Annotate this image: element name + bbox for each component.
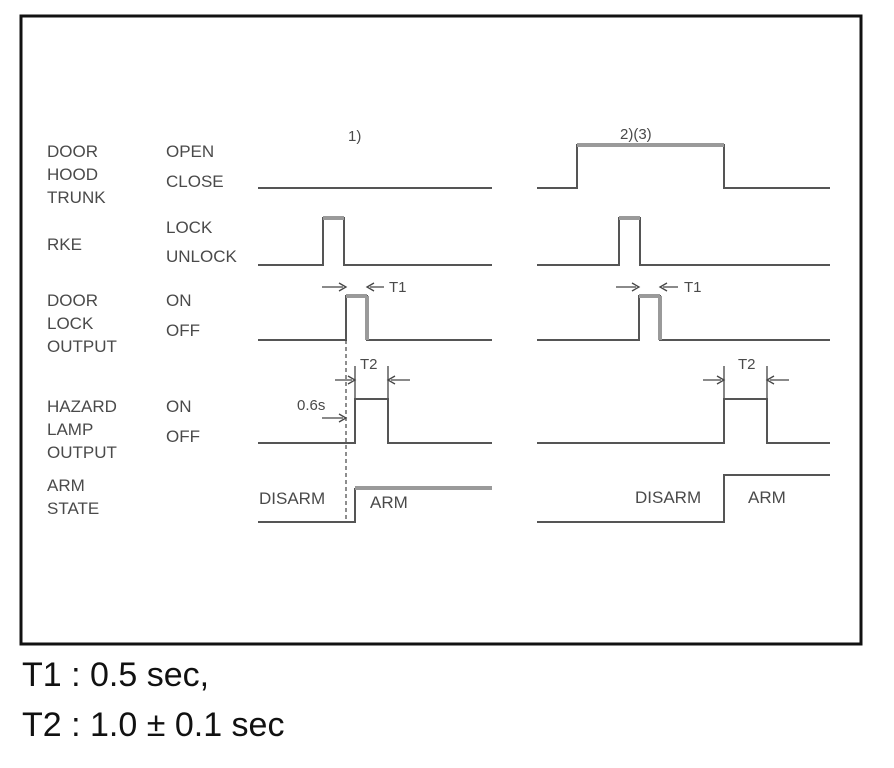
timing-diagram-container: DOOR HOOD TRUNK RKE DOOR LOCK OUTPUT HAZ… [19,14,863,646]
case1-t1-left-arrow [322,282,348,292]
case2-t2-label: T2 [738,356,756,373]
diagram-frame [19,14,863,646]
note-t2: T2 : 1.0 ± 0.1 sec [22,706,285,744]
case-2-3-label: 2)(3) [620,126,652,143]
signal-door-name-3: TRUNK [47,188,106,207]
signal-hazard-name-2: LAMP [47,420,93,439]
case1-t2-left-arrow [335,375,357,385]
case1-t1-label: T1 [389,279,407,296]
state-door-close: CLOSE [166,172,224,191]
case1-t1-right-arrow [365,282,384,292]
case2-t2-extension-lines [723,366,768,398]
signal-rke-name: RKE [47,235,82,254]
signal-door-name-2: HOOD [47,165,98,184]
case1-t2-right-arrow [386,375,410,385]
signal-door-name-1: DOOR [47,142,98,161]
timing-notes: T1 : 0.5 sec, T2 : 1.0 ± 0.1 sec [22,650,284,750]
state-rke-unlock: UNLOCK [166,247,238,266]
timing-diagram: DOOR HOOD TRUNK RKE DOOR LOCK OUTPUT HAZ… [19,14,863,646]
signal-doorlock-name-3: OUTPUT [47,337,117,356]
case1-t2-extension-lines [354,366,389,398]
signal-doorlock-name-2: LOCK [47,314,94,333]
note-t1: T1 : 0.5 sec, [22,656,210,694]
case1-arm-label: ARM [370,493,408,512]
case2-arm-label: ARM [748,488,786,507]
signal-hazard-name-1: HAZARD [47,397,117,416]
state-rke-lock: LOCK [166,218,213,237]
state-door-open: OPEN [166,142,214,161]
case2-t1-left-arrow [616,282,641,292]
signal-hazard-name-3: OUTPUT [47,443,117,462]
case2-arm-wave [537,474,830,523]
case1-hazard-wave [258,398,492,444]
state-hazard-on: ON [166,397,192,416]
case2-hazard-wave [537,398,830,444]
case1-delay-label: 0.6s [297,397,325,414]
case2-t1-right-arrow [658,282,678,292]
signal-arm-name-1: ARM [47,476,85,495]
case2-t2-left-arrow [703,375,726,385]
state-doorlock-off: OFF [166,321,200,340]
signal-arm-name-2: STATE [47,499,99,518]
case1-disarm-label: DISARM [259,489,325,508]
state-hazard-off: OFF [166,427,200,446]
case1-delay-arrow [322,413,348,423]
signal-doorlock-name-1: DOOR [47,291,98,310]
case2-disarm-label: DISARM [635,488,701,507]
case2-t1-label: T1 [684,279,702,296]
case2-t2-right-arrow [765,375,789,385]
case-1-label: 1) [348,128,361,145]
case1-arm-wave-disarm [258,488,356,523]
state-doorlock-on: ON [166,291,192,310]
case1-t2-label: T2 [360,356,378,373]
